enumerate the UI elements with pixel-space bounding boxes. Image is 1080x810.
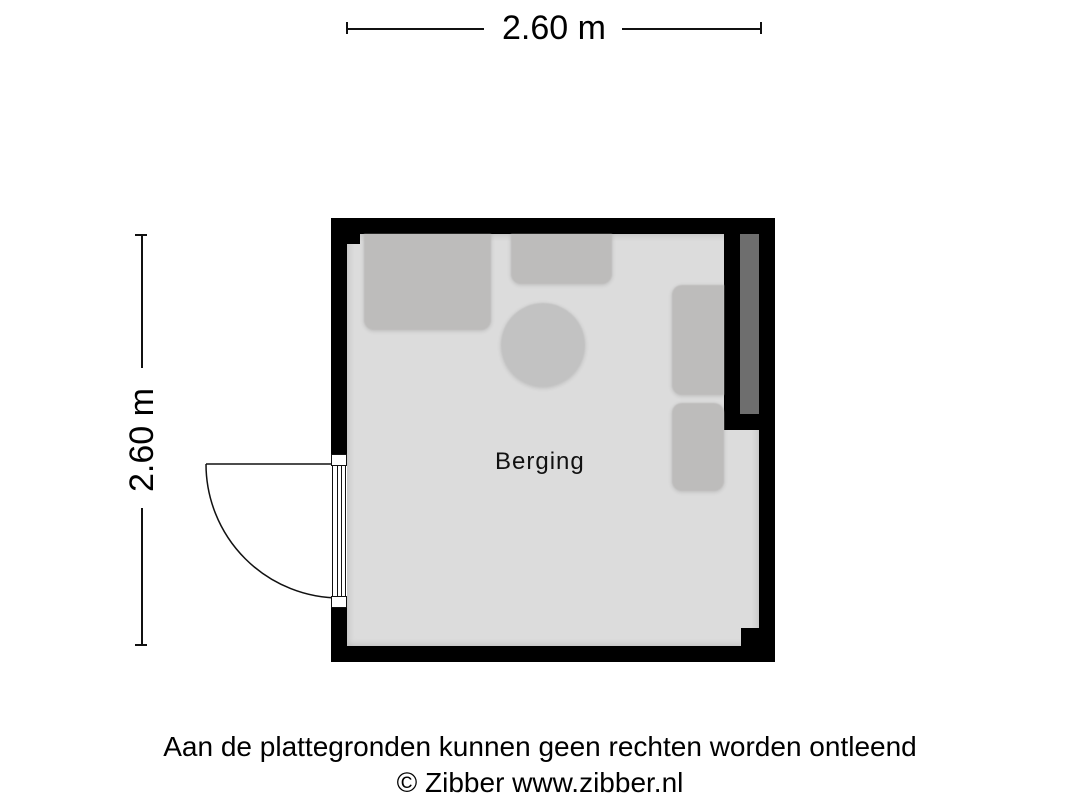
closet-wall (724, 234, 740, 430)
storage-furniture (672, 403, 724, 491)
dimension-tick (760, 22, 762, 34)
dimension-line (346, 28, 484, 30)
height-label: 2.60 m (123, 388, 161, 492)
wall-corner-notch (347, 234, 360, 244)
dimension-tick (135, 644, 147, 646)
wall-left-lower (331, 608, 347, 662)
width-label: 2.60 m (502, 9, 606, 47)
dimension-line (622, 28, 762, 30)
wall-left-upper (331, 218, 347, 454)
cabinet-furniture (364, 234, 491, 330)
copyright-text: © Zibber www.zibber.nl (396, 767, 684, 798)
round-table-furniture (501, 303, 585, 387)
room-label: Berging (495, 448, 585, 475)
door-opening[interactable] (331, 454, 347, 608)
wall-top (331, 218, 775, 234)
wall-bottom (331, 646, 775, 662)
width-dimension: 2.60 m (346, 8, 762, 48)
disclaimer-text: Aan de plattegronden kunnen geen rechten… (163, 731, 917, 762)
shelf-furniture (511, 234, 612, 284)
height-dimension: 2.60 m (120, 234, 164, 646)
storage-furniture (672, 285, 724, 395)
closet-wall (724, 414, 759, 430)
wall-corner-notch (741, 628, 759, 646)
door-swing-icon (205, 463, 341, 599)
floor-plan-room: Berging (331, 218, 775, 662)
closet-shelf (740, 234, 759, 414)
dimension-line (141, 508, 143, 646)
dimension-line (141, 234, 143, 368)
wall-right (759, 218, 775, 662)
